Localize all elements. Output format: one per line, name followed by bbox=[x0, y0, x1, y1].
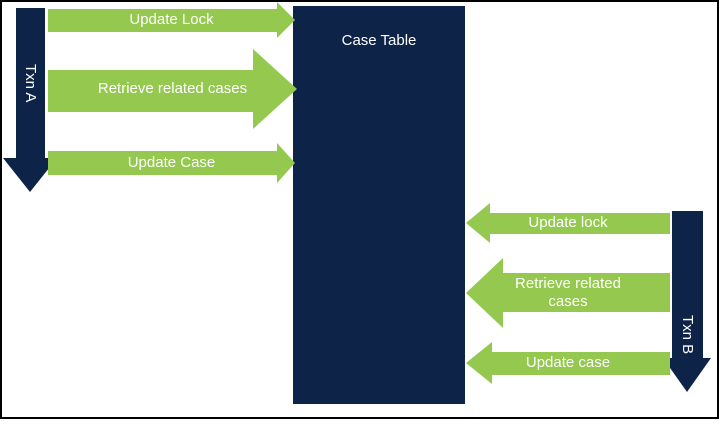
txn-b-shaft bbox=[672, 211, 703, 358]
arrow-left-retrieve-related-cases: Retrieve related cases bbox=[48, 49, 297, 129]
arrowhead-left-icon bbox=[466, 258, 503, 328]
arrowhead-right-icon bbox=[277, 143, 295, 183]
txn-a-label: Txn A bbox=[22, 63, 39, 103]
arrowhead-right-icon bbox=[253, 49, 297, 129]
arrow-right-retrieve-related-cases: Retrieve related cases bbox=[466, 258, 670, 328]
txn-a-shaft bbox=[16, 8, 45, 158]
arrow-right-update-case: Update case bbox=[466, 342, 670, 384]
case-table-box: Case Table bbox=[293, 6, 465, 404]
arrowhead-left-icon bbox=[466, 203, 490, 243]
arrow-body bbox=[503, 273, 670, 312]
txn-a-labelbox: Txn A bbox=[16, 8, 45, 158]
arrowhead-left-icon bbox=[466, 342, 492, 384]
arrow-left-update-lock: Update Lock bbox=[48, 2, 295, 38]
arrowhead-right-icon bbox=[277, 2, 295, 38]
arrow-body bbox=[48, 151, 277, 175]
arrow-body bbox=[48, 9, 277, 32]
arrow-label: Update Lock bbox=[129, 11, 214, 28]
arrow-label: Update Case bbox=[127, 154, 216, 171]
arrow-label: Update lock bbox=[528, 214, 608, 231]
case-table-label: Case Table bbox=[341, 32, 417, 49]
txn-b-labelbox: Txn B bbox=[672, 211, 703, 356]
arrow-label: Retrieve related cases bbox=[515, 275, 621, 310]
txn-b-label: Txn B bbox=[679, 314, 696, 354]
arrow-label: Update case bbox=[525, 354, 611, 371]
txn-b-arrowhead-down-icon bbox=[663, 358, 711, 392]
arrow-body bbox=[490, 213, 670, 234]
arrow-body bbox=[48, 70, 253, 112]
arrow-left-update-case: Update Case bbox=[48, 143, 295, 183]
arrow-right-update-lock: Update lock bbox=[466, 203, 670, 243]
arrow-label: Retrieve related cases bbox=[97, 80, 248, 97]
arrow-body bbox=[492, 352, 670, 375]
